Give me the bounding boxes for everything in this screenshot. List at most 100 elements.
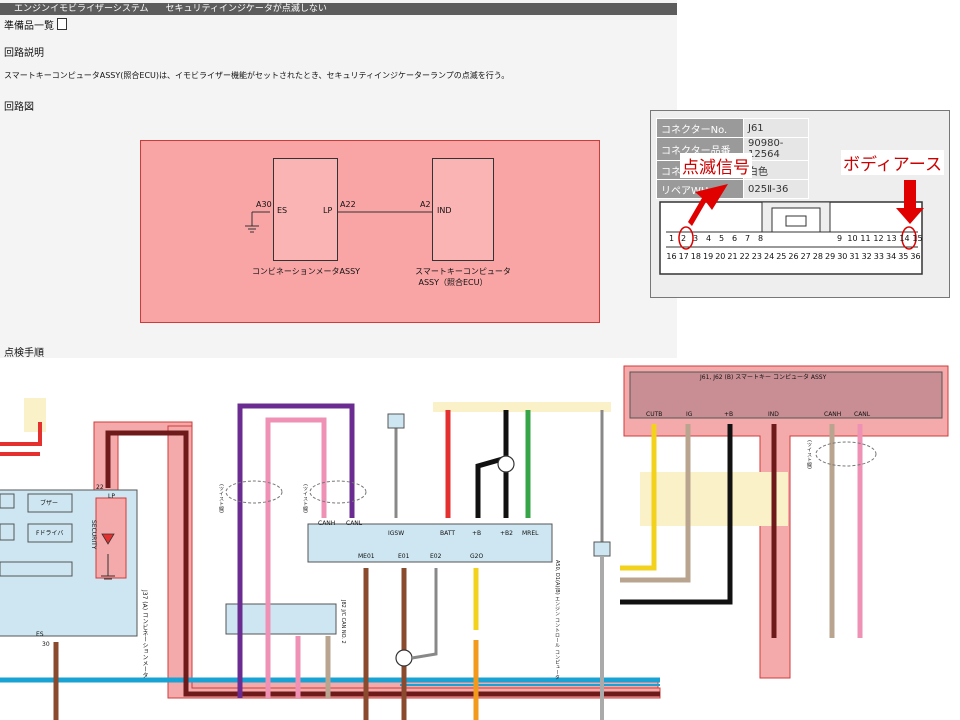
connector-pin: 21 [727, 252, 738, 261]
lp-wire [105, 430, 660, 697]
pin-15-highlight [901, 226, 917, 250]
ecu-pin-ig: IG [686, 411, 693, 418]
connector-pin: 14 [899, 234, 910, 243]
connector-pin: 19 [703, 252, 714, 261]
connector-pin: 25 [776, 252, 787, 261]
meter-es-label: ES [36, 631, 44, 638]
wiring-svg [0, 365, 949, 720]
connector-pin: 2 [680, 234, 687, 243]
connector-pin: 32 [861, 252, 872, 261]
ecu-pin-b: +B [724, 411, 734, 418]
connector-pin: 36 [910, 252, 921, 261]
buzzer-label: ブザー [40, 500, 59, 507]
page-title-bar: エンジンイモビライザーシステム セキュリティインジケータが点滅しない [0, 3, 677, 15]
symptom-title: セキュリティインジケータが点滅しない [165, 4, 327, 14]
connector-pin: 23 [751, 252, 762, 261]
connector-value: J61 [743, 118, 809, 138]
blink-signal-callout: 点滅信号 [680, 153, 752, 178]
connector-pin: 35 [898, 252, 909, 261]
ecu-pin-ind: IND [768, 411, 779, 418]
connector-pin: 7 [744, 234, 751, 243]
pin-canl: CANL [346, 520, 363, 527]
engine-ecu-label: A50, D1(A)(B) エンジン コントロール コンピュータ [554, 560, 560, 680]
jc-label: J82 J/C CAN NO. 2 [340, 600, 346, 644]
connector-pin: 31 [849, 252, 860, 261]
arrow-icon [688, 184, 728, 226]
connector-pin: 13 [886, 234, 897, 243]
connector-row: コネクターNo.J61 [656, 118, 809, 138]
connector-value: 白色 [743, 160, 809, 180]
ecu-pin-canh: CANH [824, 411, 842, 418]
pin-me01: ME01 [358, 553, 375, 560]
pin-mrel: MREL [522, 530, 539, 537]
connector-pin: 18 [690, 252, 701, 261]
connector-pin: 15 [912, 234, 923, 243]
connector-pin: 20 [715, 252, 726, 261]
ecu-pin-ind: IND [437, 206, 452, 215]
circuit-desc-heading: 回路説明 [4, 48, 44, 59]
circuit-diagram [140, 140, 600, 323]
connector-pin: 12 [873, 234, 884, 243]
circuit-lines [245, 211, 433, 233]
connector-key: コネクターNo. [656, 118, 744, 138]
connector-pin: 29 [825, 252, 836, 261]
security-led-icon [101, 533, 115, 545]
connector-pin: 26 [788, 252, 799, 261]
pin-e01: E01 [398, 553, 410, 560]
twist-label: (ツイスト線) [806, 440, 812, 469]
meter-lp-pin: 22 [96, 484, 104, 491]
meter-label: J37 (A) コンビネーションメータ [141, 590, 148, 679]
connector-pin: 1 [668, 234, 675, 243]
connector-pin: 8 [757, 234, 764, 243]
connector-lock [785, 215, 807, 227]
connector-pin: 33 [873, 252, 884, 261]
terminal-a30: A30 [256, 200, 272, 209]
connector-pin: 11 [860, 234, 871, 243]
pin-2-highlight [678, 226, 694, 250]
connector-pin: 5 [718, 234, 725, 243]
connector-pin: 22 [739, 252, 750, 261]
prep-list-label: 準備品一覧 [4, 21, 54, 32]
body-ground-callout: ボディアース [841, 150, 944, 175]
connector-pin: 28 [812, 252, 823, 261]
pin-canh: CANH [318, 520, 336, 527]
meter-name: コンビネーションメータASSY [251, 267, 361, 276]
system-title: エンジンイモビライザーシステム [14, 4, 149, 14]
connector-pin: 34 [886, 252, 897, 261]
connector-value: 90980-12564 [743, 137, 809, 161]
connector-pin: 9 [836, 234, 843, 243]
terminal-a2: A2 [420, 200, 431, 209]
security-label: SECURITY [90, 520, 97, 550]
twist-label: (ツイスト線) [218, 484, 224, 513]
meter-pin-es: ES [277, 206, 288, 215]
meter-lp-label: LP [108, 493, 115, 500]
pin-batt: BATT [440, 530, 455, 537]
smart-key-ecu-box [629, 371, 943, 419]
prep-list-link[interactable]: 準備品一覧 [4, 17, 68, 32]
connector-pin: 16 [666, 252, 677, 261]
pin-e02: E02 [430, 553, 442, 560]
combination-meter-box: ES LP [273, 158, 338, 261]
connector-pin: 10 [847, 234, 858, 243]
arrow-down-icon [896, 180, 924, 224]
connector-pin: 27 [800, 252, 811, 261]
ecu-pin-cutb: CUTB [646, 411, 663, 418]
inspection-heading: 点検手順 [4, 348, 44, 359]
connector-pin: 6 [731, 234, 738, 243]
meter-pin-lp: LP [323, 206, 333, 215]
connector-key: リペアWH [656, 179, 744, 199]
meter-es-pin: 30 [42, 641, 50, 648]
twist-region [640, 472, 788, 526]
jc-box [225, 603, 337, 635]
connector-pin: 4 [705, 234, 712, 243]
twist-label: (ツイスト線) [302, 484, 308, 513]
connector-face [659, 180, 924, 275]
pin-g2o: G2O [470, 553, 484, 560]
smart-key-ecu-box: IND [432, 158, 494, 261]
circuit-desc-text: スマートキーコンピュータASSY(照合ECU)は、イモビライザー機能がセットされ… [4, 71, 510, 80]
engine-ecu-body [307, 523, 553, 563]
splice-icon [497, 455, 515, 473]
ecu-name-line1: スマートキーコンピュータ [415, 267, 511, 276]
